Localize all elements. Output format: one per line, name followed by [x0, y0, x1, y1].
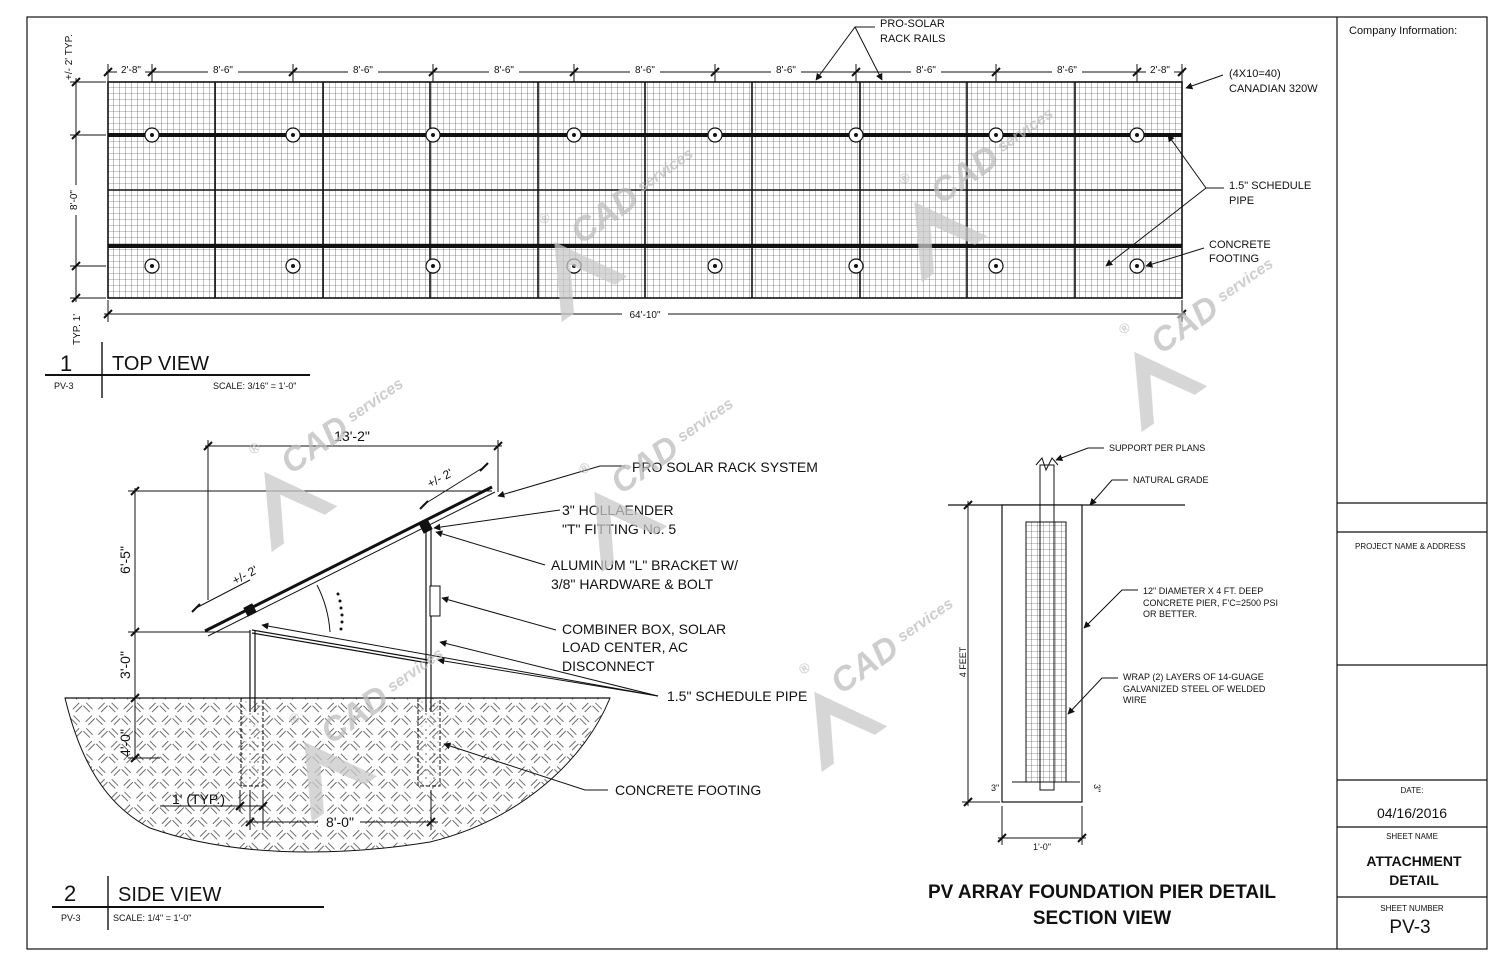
dim-vertical-lines: [128, 486, 492, 763]
callout-combiner-1: COMBINER BOX, SOLAR: [562, 621, 726, 637]
project-label: PROJECT NAME & ADDRESS: [1355, 542, 1466, 551]
callout-pipe-1: 1.5" SCHEDULE: [1229, 180, 1311, 192]
callout-bracket-2: 3/8" HARDWARE & BOLT: [551, 576, 714, 592]
dim-seg-7: 8'-6": [916, 65, 936, 76]
dim-left-top: +/- 2' TYP.: [64, 34, 75, 80]
dim-seg-3: 8'-6": [353, 65, 373, 76]
callout-footing: CONCRETE FOOTING: [615, 782, 761, 798]
dim-seg-5: 8'-6": [635, 65, 655, 76]
sheet-name-label: SHEET NAME: [1386, 832, 1438, 841]
pier-dim-width: 1'-0": [1033, 842, 1051, 852]
top-view-ref: PV-3: [54, 381, 74, 391]
side-view-number: 2: [64, 881, 76, 906]
footing-left: [240, 697, 264, 787]
dim-spacing: 8'-0": [326, 814, 354, 830]
dim-clearance: 3'-0": [117, 651, 133, 679]
callout-combiner-2: LOAD CENTER, AC: [562, 639, 688, 655]
side-view-ref: PV-3: [61, 913, 81, 923]
dim-seg-1: 2'-8": [121, 65, 141, 76]
callout-rails-2: RACK RAILS: [880, 33, 945, 45]
dim-over-bottom: +/- 2': [230, 563, 260, 588]
callout-pipe: 1.5" SCHEDULE PIPE: [667, 688, 807, 704]
callout-wrap-2: GALVANIZED STEEL OF WELDED: [1123, 684, 1266, 694]
watermark-mark-3: ®: [1115, 318, 1133, 337]
top-view-number: 1: [60, 351, 72, 376]
watermark-mark-4: ®: [245, 438, 263, 457]
dim-over-top: +/- 2': [425, 466, 455, 491]
dim-seg-8: 8'-6": [1057, 65, 1077, 76]
callout-pier-2: CONCRETE PIER, F'C=2500 PSI: [1143, 598, 1278, 608]
pier-title-1: PV ARRAY FOUNDATION PIER DETAIL: [928, 882, 1276, 903]
sheet-number-label: SHEET NUMBER: [1380, 904, 1444, 913]
rack-structure: [204, 485, 496, 712]
side-view-title: SIDE VIEW: [118, 884, 221, 906]
dim-left-bottom: TYP. 1': [72, 314, 83, 345]
callout-rails-1: PRO-SOLAR: [880, 18, 945, 30]
date-value: 04/16/2016: [1377, 805, 1447, 821]
dim-left-mid: 8'-0": [69, 190, 80, 210]
watermark-brand-6: CAD: [824, 628, 906, 701]
watermark-mark-5: ®: [575, 458, 593, 477]
callout-footing-2: FOOTING: [1209, 253, 1259, 265]
callout-footing-1: CONCRETE: [1209, 239, 1271, 251]
sheet-number-value: PV-3: [1389, 917, 1430, 938]
callout-combiner-3: DISCONNECT: [562, 658, 655, 674]
watermark-6: CAD services ®: [795, 595, 957, 773]
sheet-border: [26, 16, 1488, 950]
callout-pier-3: OR BETTER.: [1143, 609, 1197, 619]
callout-grade: NATURAL GRADE: [1133, 475, 1209, 485]
callout-pier-1: 12" DIAMETER X 4 FT. DEEP: [1143, 586, 1263, 596]
callout-pipe-2: PIPE: [1229, 195, 1254, 207]
top-view: 2'-8" 8'-6" 8'-6" 8'-6" 8'-6" 8'-6" 8'-6…: [45, 18, 1318, 398]
callout-bracket-1: ALUMINUM "L" BRACKET W/: [551, 557, 738, 573]
title-block: [1336, 17, 1487, 949]
support-pipe: [1039, 464, 1055, 791]
callout-wrap-1: WRAP (2) LAYERS OF 14-GUAGE: [1123, 672, 1264, 682]
wire-mesh: [1025, 521, 1067, 783]
ground-soil: [64, 697, 611, 853]
dim-overall: 64'-10": [629, 310, 660, 321]
callout-support: SUPPORT PER PLANS: [1109, 443, 1205, 453]
callout-modules-1: (4X10=40): [1229, 68, 1281, 80]
callout-rack: PRO SOLAR RACK SYSTEM: [632, 459, 818, 475]
watermark-brand-4: CAD: [274, 408, 356, 481]
top-view-scale: SCALE: 3/16" = 1'-0": [213, 381, 296, 391]
side-view: 13'-2" +/- 2' +/- 2' 6'-5" 3'-0" 4'-0": [52, 428, 818, 930]
pier-dim-depth: 4 FEET: [958, 646, 968, 677]
dim-seg-4: 8'-6": [494, 65, 514, 76]
watermark-brand-5: CAD: [604, 428, 686, 501]
pier-title-2: SECTION VIEW: [1033, 908, 1171, 929]
company-label: Company Information:: [1349, 25, 1457, 37]
dim-seg-9: 2'-8": [1150, 65, 1170, 76]
dim-span: 13'-2": [334, 428, 370, 444]
date-label: DATE:: [1401, 786, 1424, 795]
watermark-brand-3: CAD: [1144, 288, 1226, 361]
dim-seg-6: 8'-6": [776, 65, 796, 76]
sheet-name-line1: ATTACHMENT: [1366, 853, 1462, 869]
watermark-mark-6: ®: [795, 658, 813, 677]
pier-dim-cover-left: 3": [991, 783, 999, 793]
dim-seg-2: 8'-6": [213, 65, 233, 76]
side-view-title-block: [52, 876, 324, 930]
callout-modules-2: CANADIAN 320W: [1229, 83, 1318, 95]
dim-dia: 1' (TYP.): [172, 791, 225, 807]
pier-dim-cover-right: 3": [1092, 784, 1102, 792]
callout-wrap-3: WIRE: [1123, 695, 1147, 705]
watermark-suffix-6: services: [894, 595, 956, 646]
dim-span-line: [203, 440, 503, 600]
footing-right: [417, 697, 441, 787]
dim-height: 6'-5": [117, 546, 133, 574]
dim-depth: 4'-0": [117, 729, 133, 757]
watermark-suffix-5: services: [674, 395, 736, 446]
side-view-scale: SCALE: 1/4" = 1'-0": [113, 913, 191, 923]
watermark-suffix-4: services: [344, 375, 406, 426]
top-view-title-block: [45, 342, 310, 398]
sheet-name-line2: DETAIL: [1389, 872, 1439, 888]
pier-detail: SUPPORT PER PLANS NATURAL GRADE 12" DIAM…: [928, 443, 1278, 929]
top-view-title: TOP VIEW: [112, 353, 209, 375]
